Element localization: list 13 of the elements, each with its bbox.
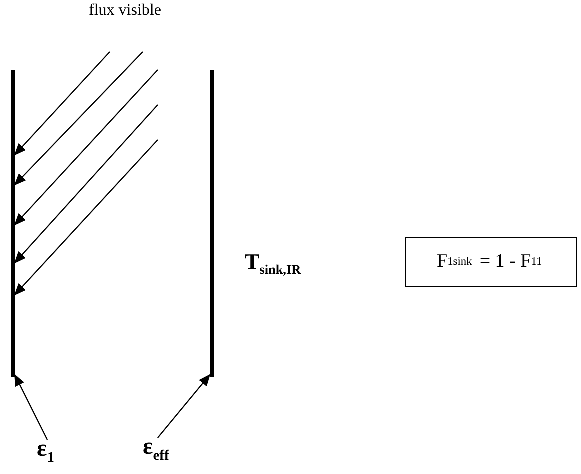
diagram-label: flux visible [89, 2, 162, 20]
flux-arrow [14, 52, 110, 156]
surface-plate [210, 70, 214, 377]
leader-line [157, 374, 211, 438]
emissivity-label: ε$_{1}$ [37, 436, 58, 467]
flux-arrow [14, 140, 158, 296]
flux-arrow [14, 70, 158, 226]
temperature-label: T$_{sink,IR}$ [245, 250, 304, 278]
surface-plate [11, 70, 15, 377]
flux-arrow [14, 52, 144, 186]
emissivity-label: ε$_{eff}$ [143, 434, 173, 465]
leader-line [14, 374, 48, 440]
flux-arrow [14, 104, 158, 264]
